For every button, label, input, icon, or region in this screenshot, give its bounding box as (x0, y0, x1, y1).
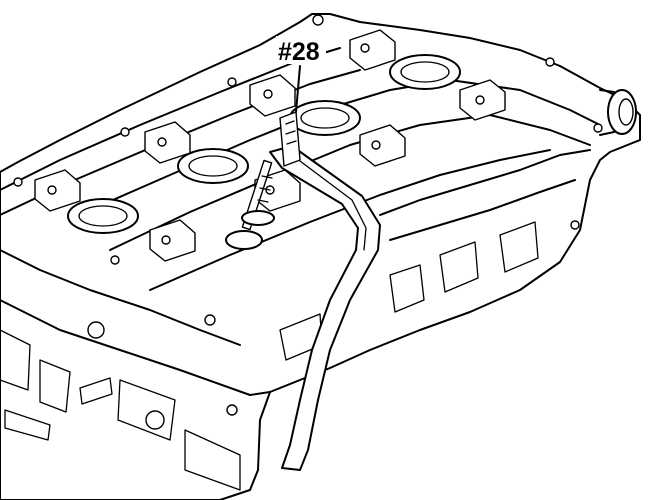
callout-label: #28 (278, 38, 320, 66)
camshaft-end-plug (599, 89, 637, 136)
valve-spring-tool (225, 111, 381, 471)
bolt-holes (13, 14, 603, 430)
cylinder-head-block (0, 13, 641, 500)
callout-group: #28 (276, 36, 326, 113)
